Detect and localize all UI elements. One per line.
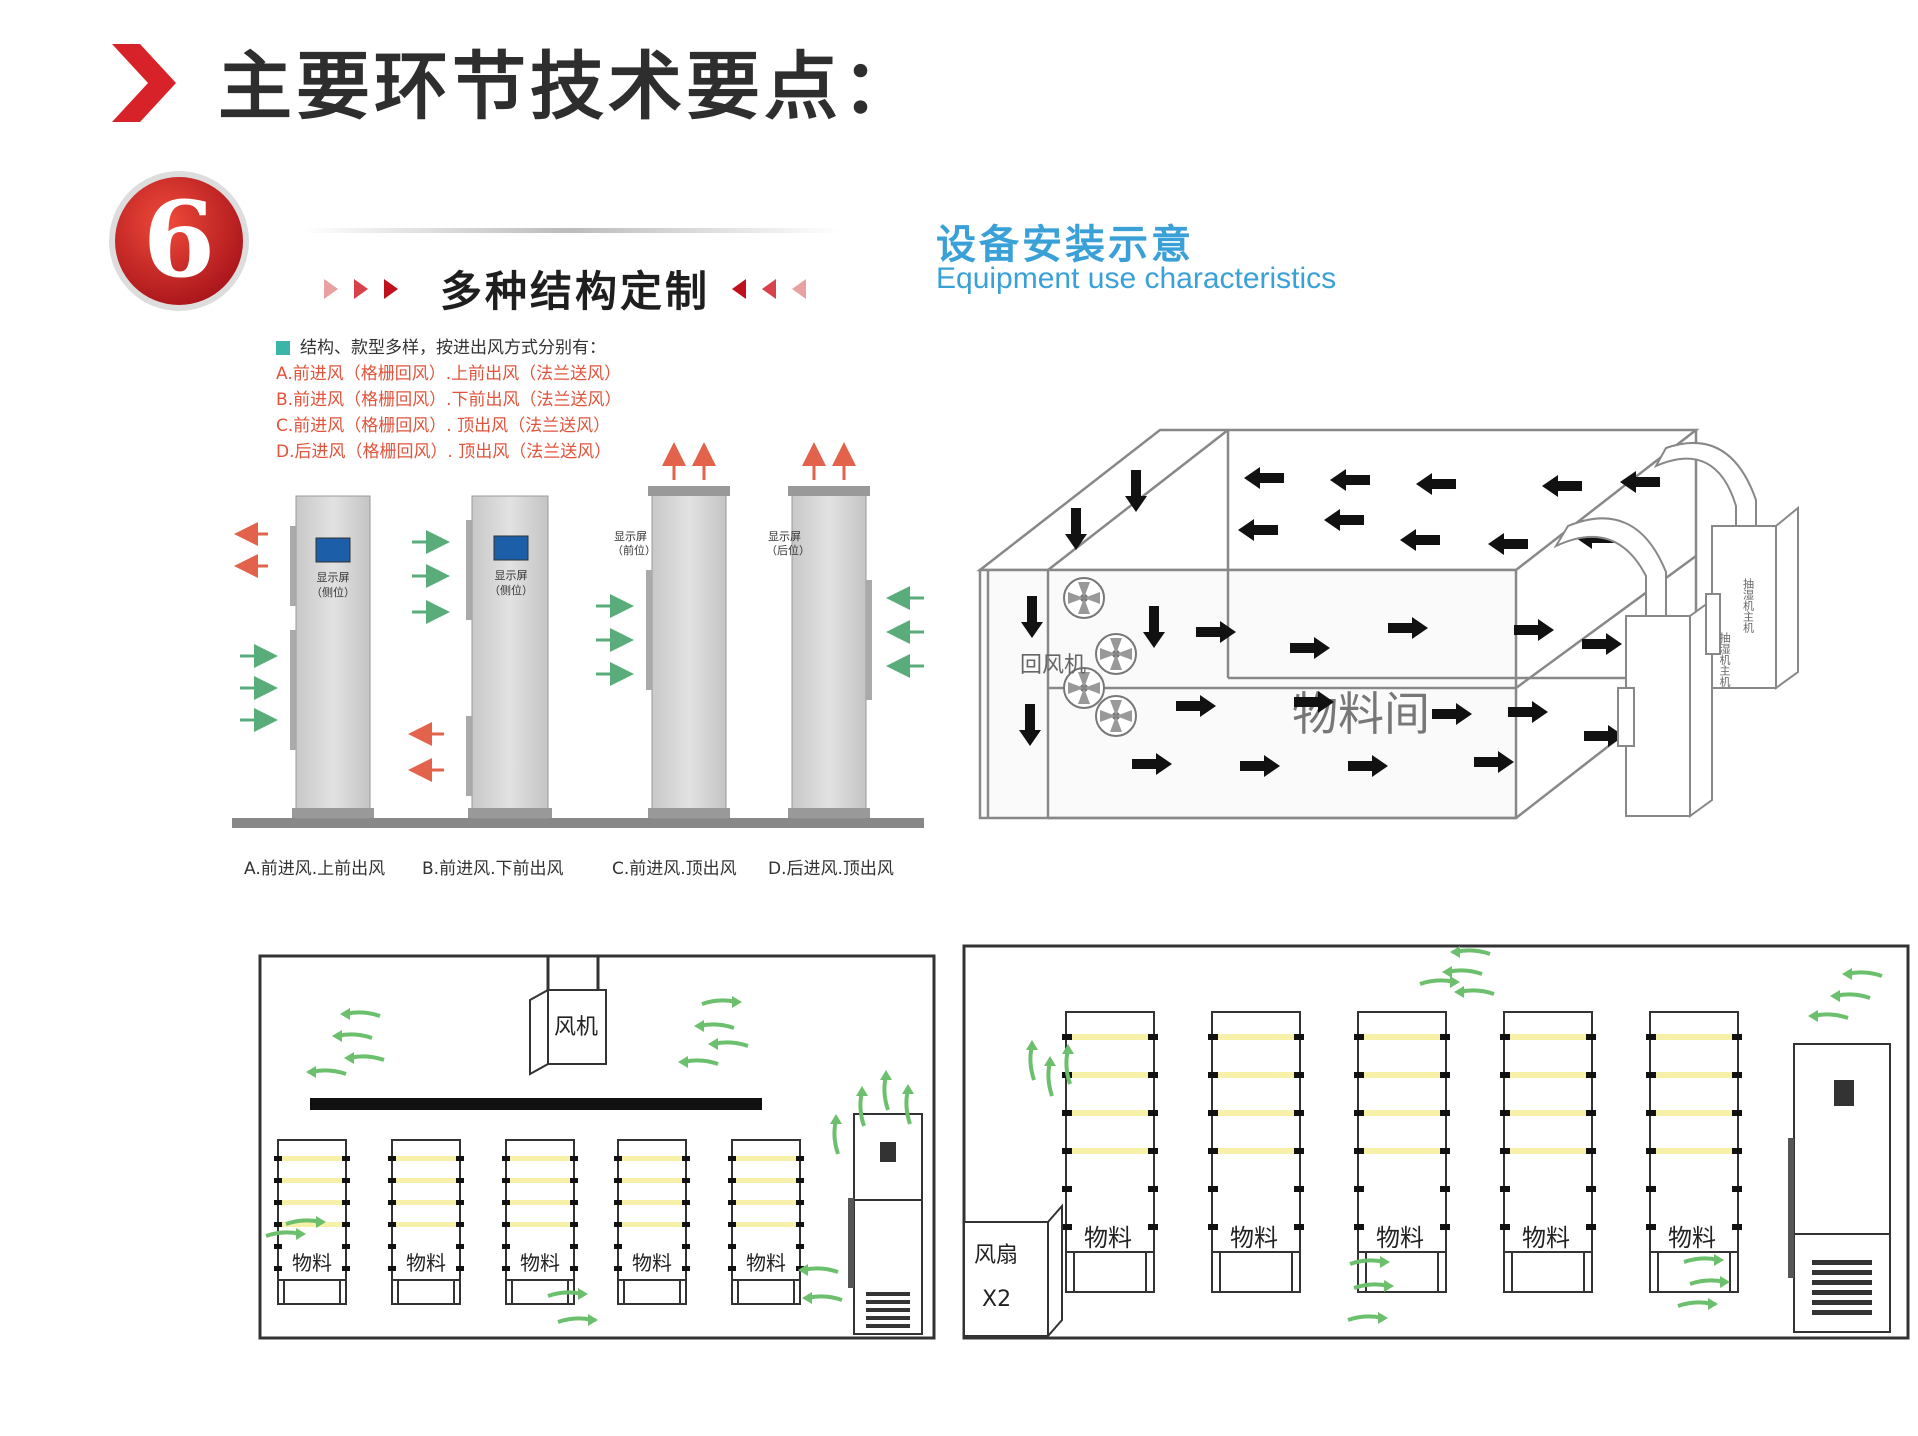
structure-option-a: A.前进风（格栅回风）.上前出风（法兰送风） [276, 364, 622, 384]
floor [232, 818, 924, 828]
rack-2-label: 物料 [406, 1251, 446, 1275]
structure-heading: 多种结构定制 [440, 267, 711, 316]
unit-b-pos: （侧位） [489, 583, 533, 597]
rack-5-label: 物料 [1668, 1224, 1716, 1252]
wall-fan-box [963, 1221, 1049, 1337]
return-fan-label: 回风机 [1020, 653, 1086, 678]
rack-1-label: 物料 [292, 1251, 332, 1275]
dehumidifier-unit [848, 1113, 923, 1335]
room-right-fan-count: X2 [982, 1287, 1011, 1312]
fan-icon [1095, 633, 1137, 675]
structure-types-diagram: 显示屏 （侧位） 显示屏 （侧位） 显示屏 （前位） [232, 442, 924, 828]
rack-3-label: 物料 [1376, 1224, 1424, 1252]
fan-icon [1095, 695, 1137, 737]
page-title: 主要环节技术要点： [218, 44, 920, 130]
caption-a: A.前进风.上前出风 [244, 859, 386, 879]
room-right-fan-label: 风扇 [974, 1243, 1018, 1268]
rack-4-label: 物料 [1522, 1224, 1570, 1252]
caption-c: C.前进风.顶出风 [612, 859, 737, 879]
display-screen-icon [493, 535, 529, 561]
equipment-install-diagram: 回风机 物料间 抽湿机主机 抽湿机主机 [976, 428, 1799, 820]
structure-option-d: D.后进风（格栅回风）. 顶出风（法兰送风） [276, 442, 612, 462]
unit-b-screen: 显示屏 [495, 569, 528, 582]
structure-intro: 结构、款型多样，按进出风方式分别有： [300, 338, 606, 358]
caption-d: D.后进风.顶出风 [768, 859, 894, 879]
section-number-badge: 6 [109, 171, 249, 311]
material-room-label: 物料间 [1292, 687, 1430, 741]
structure-option-b: B.前进风（格栅回风）.下前出风（法兰送风） [276, 390, 622, 410]
caption-b: B.前进风.下前出风 [422, 859, 564, 879]
heading-divider [300, 228, 840, 233]
rack-3-label: 物料 [520, 1251, 560, 1275]
unit-d-pos: （后位） [766, 543, 810, 557]
unit-a-screen: 显示屏 [317, 571, 350, 584]
unit-b: 显示屏 （侧位） [408, 495, 552, 819]
section-number: 6 [143, 178, 215, 301]
dehumidifier-unit [1788, 1043, 1891, 1333]
room-layout-right: 物料 物料 物料 物料 物料 风扇 X2 [962, 944, 1910, 1340]
rack-1-label: 物料 [1084, 1224, 1132, 1252]
triangles-left-icon [324, 279, 398, 299]
triangles-right-icon [732, 279, 806, 299]
unit-d-screen: 显示屏 [768, 530, 801, 543]
unit-c-pos: （前位） [612, 543, 656, 557]
display-screen-icon [315, 537, 351, 563]
unit-a-pos: （侧位） [311, 585, 355, 599]
chevron-icon [112, 44, 176, 122]
control-panel-icon [880, 1142, 896, 1162]
equipment-title-zh: 设备安装示意 [936, 222, 1194, 268]
room-left-fan-label: 风机 [554, 1015, 598, 1040]
rack-4-label: 物料 [632, 1251, 672, 1275]
room-layout-left: 风机 物料 物料 物料 物料 物料 [258, 954, 936, 1340]
fan-box [547, 989, 607, 1065]
control-panel-icon [1834, 1080, 1854, 1106]
unit-c: 显示屏 （前位） [596, 442, 730, 819]
bullet-square-icon [276, 341, 290, 355]
equipment-title-en: Equipment use characteristics [936, 262, 1337, 295]
dehumidifier-label-right: 抽湿机主机 [1742, 577, 1755, 633]
unit-a: 显示屏 （侧位） [234, 495, 374, 819]
structure-option-c: C.前进风（格栅回风）. 顶出风（法兰送风） [276, 416, 611, 436]
fan-icon [1063, 577, 1105, 619]
rack-2-label: 物料 [1230, 1224, 1278, 1252]
unit-c-screen: 显示屏 [614, 530, 647, 543]
unit-d: 显示屏 （后位） [766, 442, 924, 819]
rack-5-label: 物料 [746, 1251, 786, 1275]
